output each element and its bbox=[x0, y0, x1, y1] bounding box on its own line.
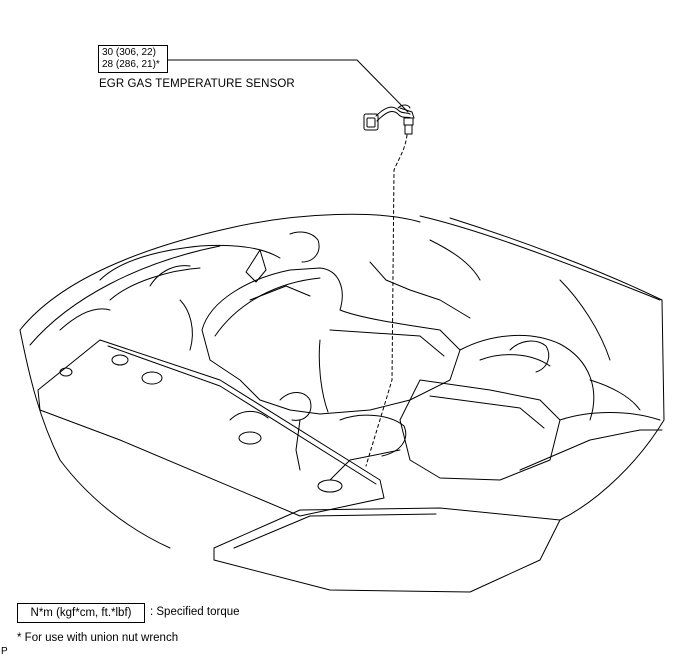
torque-value-standard: 30 (306, 22) bbox=[102, 47, 156, 58]
egr-gas-temperature-sensor bbox=[363, 104, 415, 135]
engine-cover bbox=[201, 267, 461, 415]
part-label: EGR GAS TEMPERATURE SENSOR bbox=[99, 78, 295, 90]
legend-torque-unit-box: N*m (kgf*cm, ft.*lbf) bbox=[17, 603, 145, 623]
install-guide-dashed bbox=[365, 134, 408, 467]
torque-specification-box: 30 (306, 22) 28 (286, 21)* bbox=[98, 45, 168, 73]
torque-value-union-nut-wrench: 28 (286, 21)* bbox=[102, 59, 160, 70]
engine-components bbox=[59, 231, 663, 481]
leader-line bbox=[167, 59, 409, 113]
footnote: * For use with union nut wrench bbox=[17, 632, 179, 644]
vehicle-body-outline bbox=[19, 213, 665, 593]
front-radiator-panel bbox=[37, 339, 385, 517]
legend-description: : Specified torque bbox=[150, 606, 240, 618]
figure-code: P bbox=[1, 646, 8, 657]
